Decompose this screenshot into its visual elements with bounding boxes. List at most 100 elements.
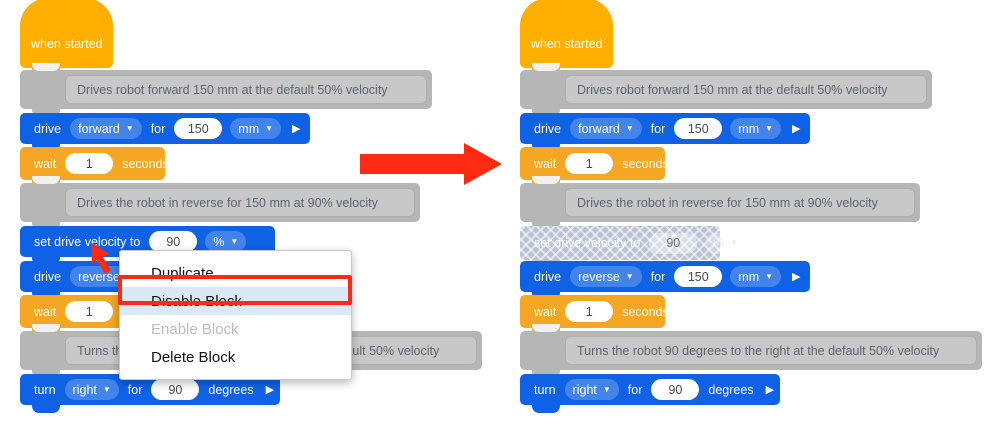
- block-label: drive: [534, 269, 562, 284]
- run-block-play-icon[interactable]: ▶: [292, 123, 301, 135]
- dropdown-value: forward: [78, 121, 120, 136]
- comment-block[interactable]: Drives robot forward 150 mm at the defau…: [520, 63, 932, 117]
- run-block-play-icon[interactable]: ▶: [765, 384, 775, 396]
- block-label: turn: [534, 382, 556, 397]
- dropdown-value: mm: [238, 121, 260, 136]
- block-notch: [532, 405, 560, 413]
- chevron-down-icon: ▼: [765, 271, 774, 281]
- block-notch: [532, 324, 560, 332]
- dropdown-field[interactable]: mm ▼: [730, 118, 782, 139]
- block-label: seconds: [622, 304, 669, 319]
- chevron-down-icon: ▼: [625, 271, 634, 281]
- block-notch: [532, 63, 560, 71]
- dropdown-value: forward: [578, 121, 620, 136]
- dropdown-field[interactable]: mm ▼: [230, 118, 282, 139]
- block-label: for: [127, 382, 143, 397]
- run-block-play-icon[interactable]: ▶: [265, 384, 275, 396]
- chevron-down-icon: ▼: [265, 123, 274, 133]
- dropdown-value: right: [72, 382, 97, 397]
- block-label: wait: [534, 156, 557, 171]
- number-input[interactable]: 90: [649, 232, 698, 254]
- block-notch: [532, 176, 560, 184]
- dropdown-value: reverse: [578, 269, 620, 284]
- block-label: for: [650, 121, 666, 136]
- hat-block-cap: [20, 0, 113, 26]
- block-label: set drive velocity to: [534, 236, 641, 250]
- number-input[interactable]: 150: [674, 266, 723, 287]
- comment-block[interactable]: Drives robot forward 150 mm at the defau…: [20, 63, 432, 117]
- block-label: wait: [34, 304, 57, 319]
- chevron-down-icon: ▼: [230, 236, 239, 246]
- dropdown-value: right: [572, 382, 597, 397]
- comment-text: Drives robot forward 150 mm at the defau…: [65, 75, 427, 104]
- block-label: for: [150, 121, 166, 136]
- block-label: turn: [34, 382, 56, 397]
- turn-right-block[interactable]: turn right▼ for 90 degrees ▶: [520, 374, 780, 413]
- block-label: seconds: [622, 156, 669, 171]
- dropdown-field[interactable]: mm ▼: [730, 266, 782, 287]
- run-block-play-icon[interactable]: ▶: [792, 123, 801, 135]
- block-label: degrees: [208, 382, 254, 397]
- number-input[interactable]: 90: [151, 379, 200, 400]
- number-input[interactable]: 150: [174, 118, 223, 139]
- context-menu-item-enable-block: Enable Block: [151, 320, 239, 338]
- block-label: degrees: [708, 382, 754, 397]
- number-input[interactable]: 1: [565, 301, 614, 322]
- dropdown-field[interactable]: %▼: [705, 232, 747, 254]
- transition-arrow: [360, 143, 502, 185]
- block-notch: [32, 176, 60, 184]
- dropdown-field[interactable]: reverse ▼: [570, 266, 642, 287]
- dropdown-field[interactable]: forward ▼: [570, 118, 642, 139]
- context-menu-item-delete-block[interactable]: Delete Block: [151, 348, 236, 366]
- number-input[interactable]: 90: [651, 379, 700, 400]
- when-started-hat-block[interactable]: when started: [520, 0, 613, 76]
- block-label: wait: [34, 156, 57, 171]
- wait-block[interactable]: wait 1 seconds: [20, 147, 169, 188]
- chevron-down-icon: ▼: [625, 123, 634, 133]
- block-notch: [32, 63, 60, 71]
- block-label: drive: [534, 121, 562, 136]
- dropdown-value: %: [213, 234, 225, 249]
- wait-block[interactable]: wait 1 seconds: [520, 147, 669, 188]
- dropdown-value: reverse: [78, 269, 120, 284]
- chevron-down-icon: ▼: [730, 238, 739, 247]
- dropdown-value: mm: [738, 121, 760, 136]
- context-menu-item-disable-block[interactable]: Disable Block: [120, 287, 351, 315]
- comment-block[interactable]: Turns the robot 90 degrees to the right …: [520, 324, 982, 378]
- dropdown-field[interactable]: right ▼: [64, 379, 119, 400]
- number-input[interactable]: 1: [565, 153, 614, 174]
- number-input[interactable]: 90: [149, 231, 198, 252]
- when-started-hat-block[interactable]: when started: [20, 0, 113, 76]
- comment-text: Drives the robot in reverse for 150 mm a…: [65, 188, 415, 217]
- drive-forward-block[interactable]: drive forward ▼ for 150 mm ▼ ▶: [520, 113, 810, 152]
- context-menu-item-duplicate[interactable]: Duplicate: [151, 264, 214, 282]
- number-input[interactable]: 1: [65, 153, 114, 174]
- comment-block[interactable]: Drives the robot in reverse for 150 mm a…: [520, 176, 920, 230]
- dropdown-value: mm: [738, 269, 760, 284]
- number-input[interactable]: 150: [674, 118, 723, 139]
- run-block-play-icon[interactable]: ▶: [792, 271, 801, 283]
- block-label: seconds: [122, 156, 169, 171]
- dropdown-field[interactable]: %▼: [205, 231, 247, 252]
- comment-text: Turns the robot 90 degrees to the right …: [565, 336, 977, 365]
- comment-text: Drives the robot in reverse for 150 mm a…: [565, 188, 915, 217]
- block-notch: [32, 405, 60, 413]
- drive-reverse-block[interactable]: drive reverse ▼ for 150 mm ▼ ▶: [520, 261, 810, 300]
- dropdown-value: %: [713, 236, 725, 250]
- chevron-down-icon: ▼: [102, 384, 111, 394]
- number-input[interactable]: 1: [65, 301, 114, 322]
- block-label: set drive velocity to: [34, 234, 141, 249]
- block-label: for: [627, 382, 643, 397]
- block-label: for: [650, 269, 666, 284]
- dropdown-field[interactable]: right▼: [564, 379, 619, 400]
- comment-block[interactable]: Drives the robot in reverse for 150 mm a…: [20, 176, 420, 230]
- chevron-down-icon: ▼: [125, 123, 134, 133]
- chevron-down-icon: ▼: [765, 123, 774, 133]
- dropdown-field[interactable]: forward ▼: [70, 118, 142, 139]
- hat-block-label: when started: [31, 37, 103, 51]
